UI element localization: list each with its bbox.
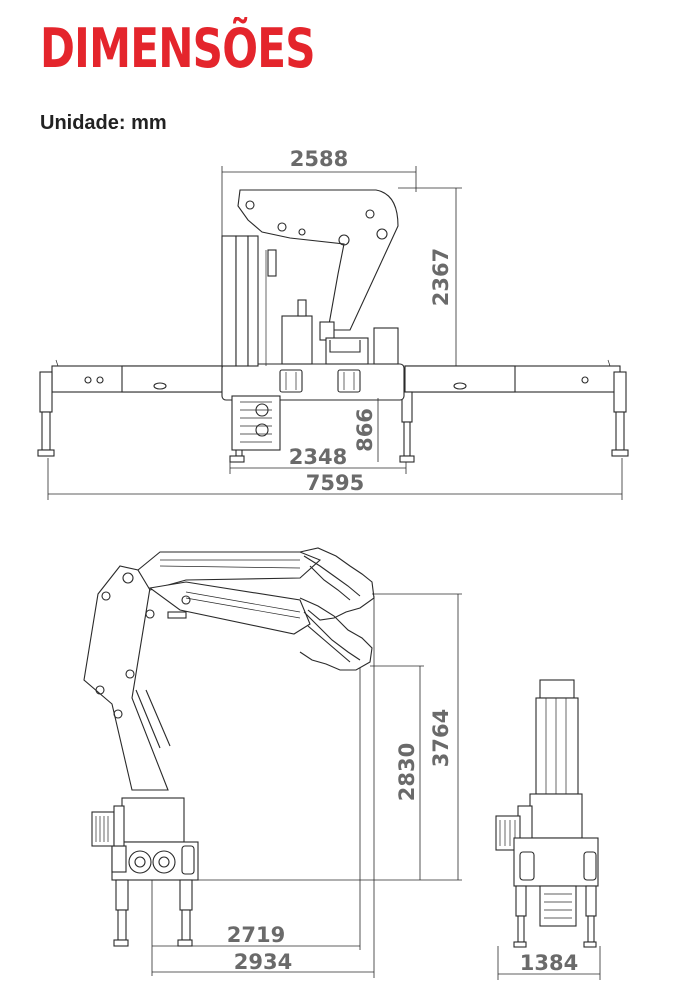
side-view-crane	[83, 547, 375, 947]
dim-width-top: 2588	[290, 147, 348, 171]
dim-height-folded: 2367	[429, 248, 453, 306]
dim-outrigger-span: 7595	[306, 471, 364, 495]
dim-base-width: 2348	[289, 445, 347, 469]
front-view-dimension-lines	[47, 166, 623, 500]
end-view-crane	[495, 679, 599, 948]
dim-height-max: 3764	[429, 709, 453, 767]
dim-end-width: 1384	[520, 951, 578, 975]
dim-length-inner: 2719	[227, 923, 285, 947]
side-view-dimension-lines	[112, 593, 462, 978]
end-view-dimension-lines	[497, 946, 601, 980]
dim-base-height: 866	[353, 408, 377, 452]
front-view-crane	[37, 189, 629, 463]
page-title: DIMENSÕES	[40, 17, 316, 80]
dim-length-total: 2934	[234, 950, 292, 974]
unit-label: Unidade: mm	[40, 112, 167, 134]
dim-height-lower: 2830	[395, 743, 419, 801]
